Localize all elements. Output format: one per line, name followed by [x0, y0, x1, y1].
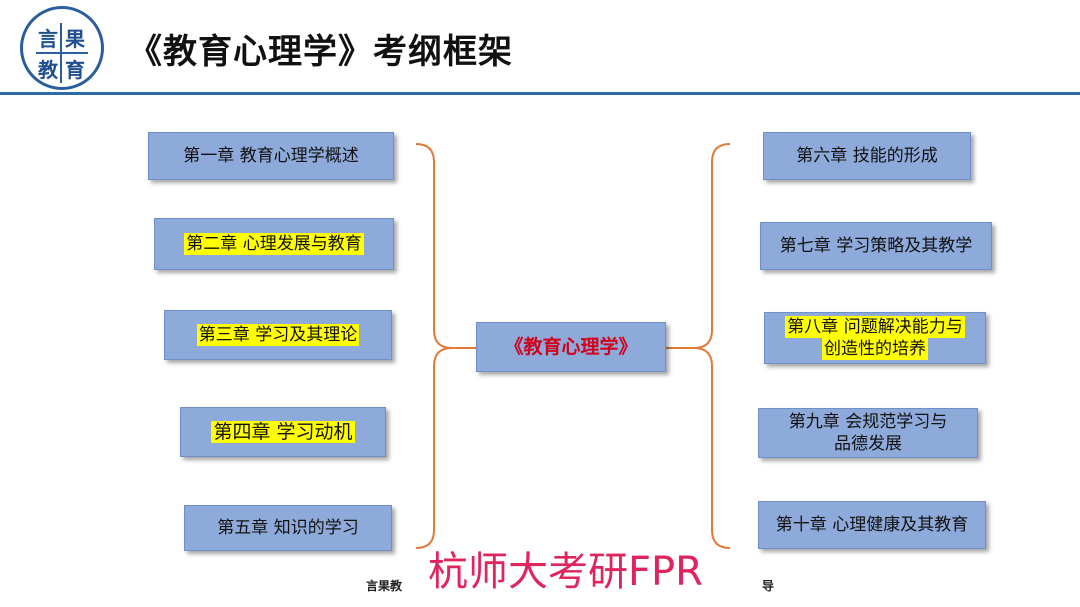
- chapter-box-9: 第九章 会规范学习与 品德发展: [758, 408, 978, 458]
- chapter-label: 第四章 学习动机: [211, 421, 355, 443]
- chapter-box-2: 第二章 心理发展与教育: [154, 218, 394, 270]
- right-bracket: [693, 143, 731, 549]
- chapter-label-line1: 第九章 会规范学习与: [788, 412, 948, 432]
- brand-logo: 言 果 教 育: [20, 6, 104, 90]
- logo-char: 教: [36, 54, 62, 83]
- header-divider: [0, 92, 1080, 95]
- center-topic-label: 《教育心理学》: [504, 336, 638, 358]
- chapter-box-6: 第六章 技能的形成: [763, 132, 971, 180]
- chapter-label-line2: 创造性的培养: [822, 338, 928, 360]
- chapter-label: 第六章 技能的形成: [796, 146, 938, 166]
- chapter-label: 第五章 知识的学习: [217, 518, 359, 538]
- chapter-box-10: 第十章 心理健康及其教育: [758, 501, 986, 549]
- chapter-label: 第三章 学习及其理论: [196, 324, 360, 346]
- footer-text-left: 言果教: [366, 579, 403, 593]
- chapter-label: 第二章 心理发展与教育: [184, 233, 364, 255]
- logo-char: 言: [36, 23, 62, 54]
- chapter-label: 第十章 心理健康及其教育: [775, 515, 969, 535]
- chapter-box-8: 第八章 问题解决能力与 创造性的培养: [764, 312, 986, 364]
- page-title: 《教育心理学》考纲框架: [128, 32, 513, 72]
- logo-char: 果: [62, 23, 88, 54]
- chapter-box-5: 第五章 知识的学习: [184, 505, 392, 551]
- left-bracket: [415, 143, 453, 549]
- center-topic-box: 《教育心理学》: [476, 322, 666, 372]
- footer-text-right: 导: [762, 579, 775, 593]
- chapter-label-line1: 第八章 问题解决能力与: [785, 316, 965, 338]
- logo-char: 育: [65, 58, 85, 82]
- chapter-box-4: 第四章 学习动机: [180, 407, 386, 457]
- chapter-box-3: 第三章 学习及其理论: [164, 310, 392, 360]
- chapter-box-7: 第七章 学习策略及其教学: [760, 222, 992, 270]
- chapter-box-1: 第一章 教育心理学概述: [148, 132, 394, 180]
- chapter-label: 第七章 学习策略及其教学: [779, 236, 973, 256]
- chapter-label: 第一章 教育心理学概述: [183, 146, 359, 166]
- chapter-label-line2: 品德发展: [834, 434, 902, 454]
- watermark-text: 杭师大考研FPR: [428, 549, 703, 595]
